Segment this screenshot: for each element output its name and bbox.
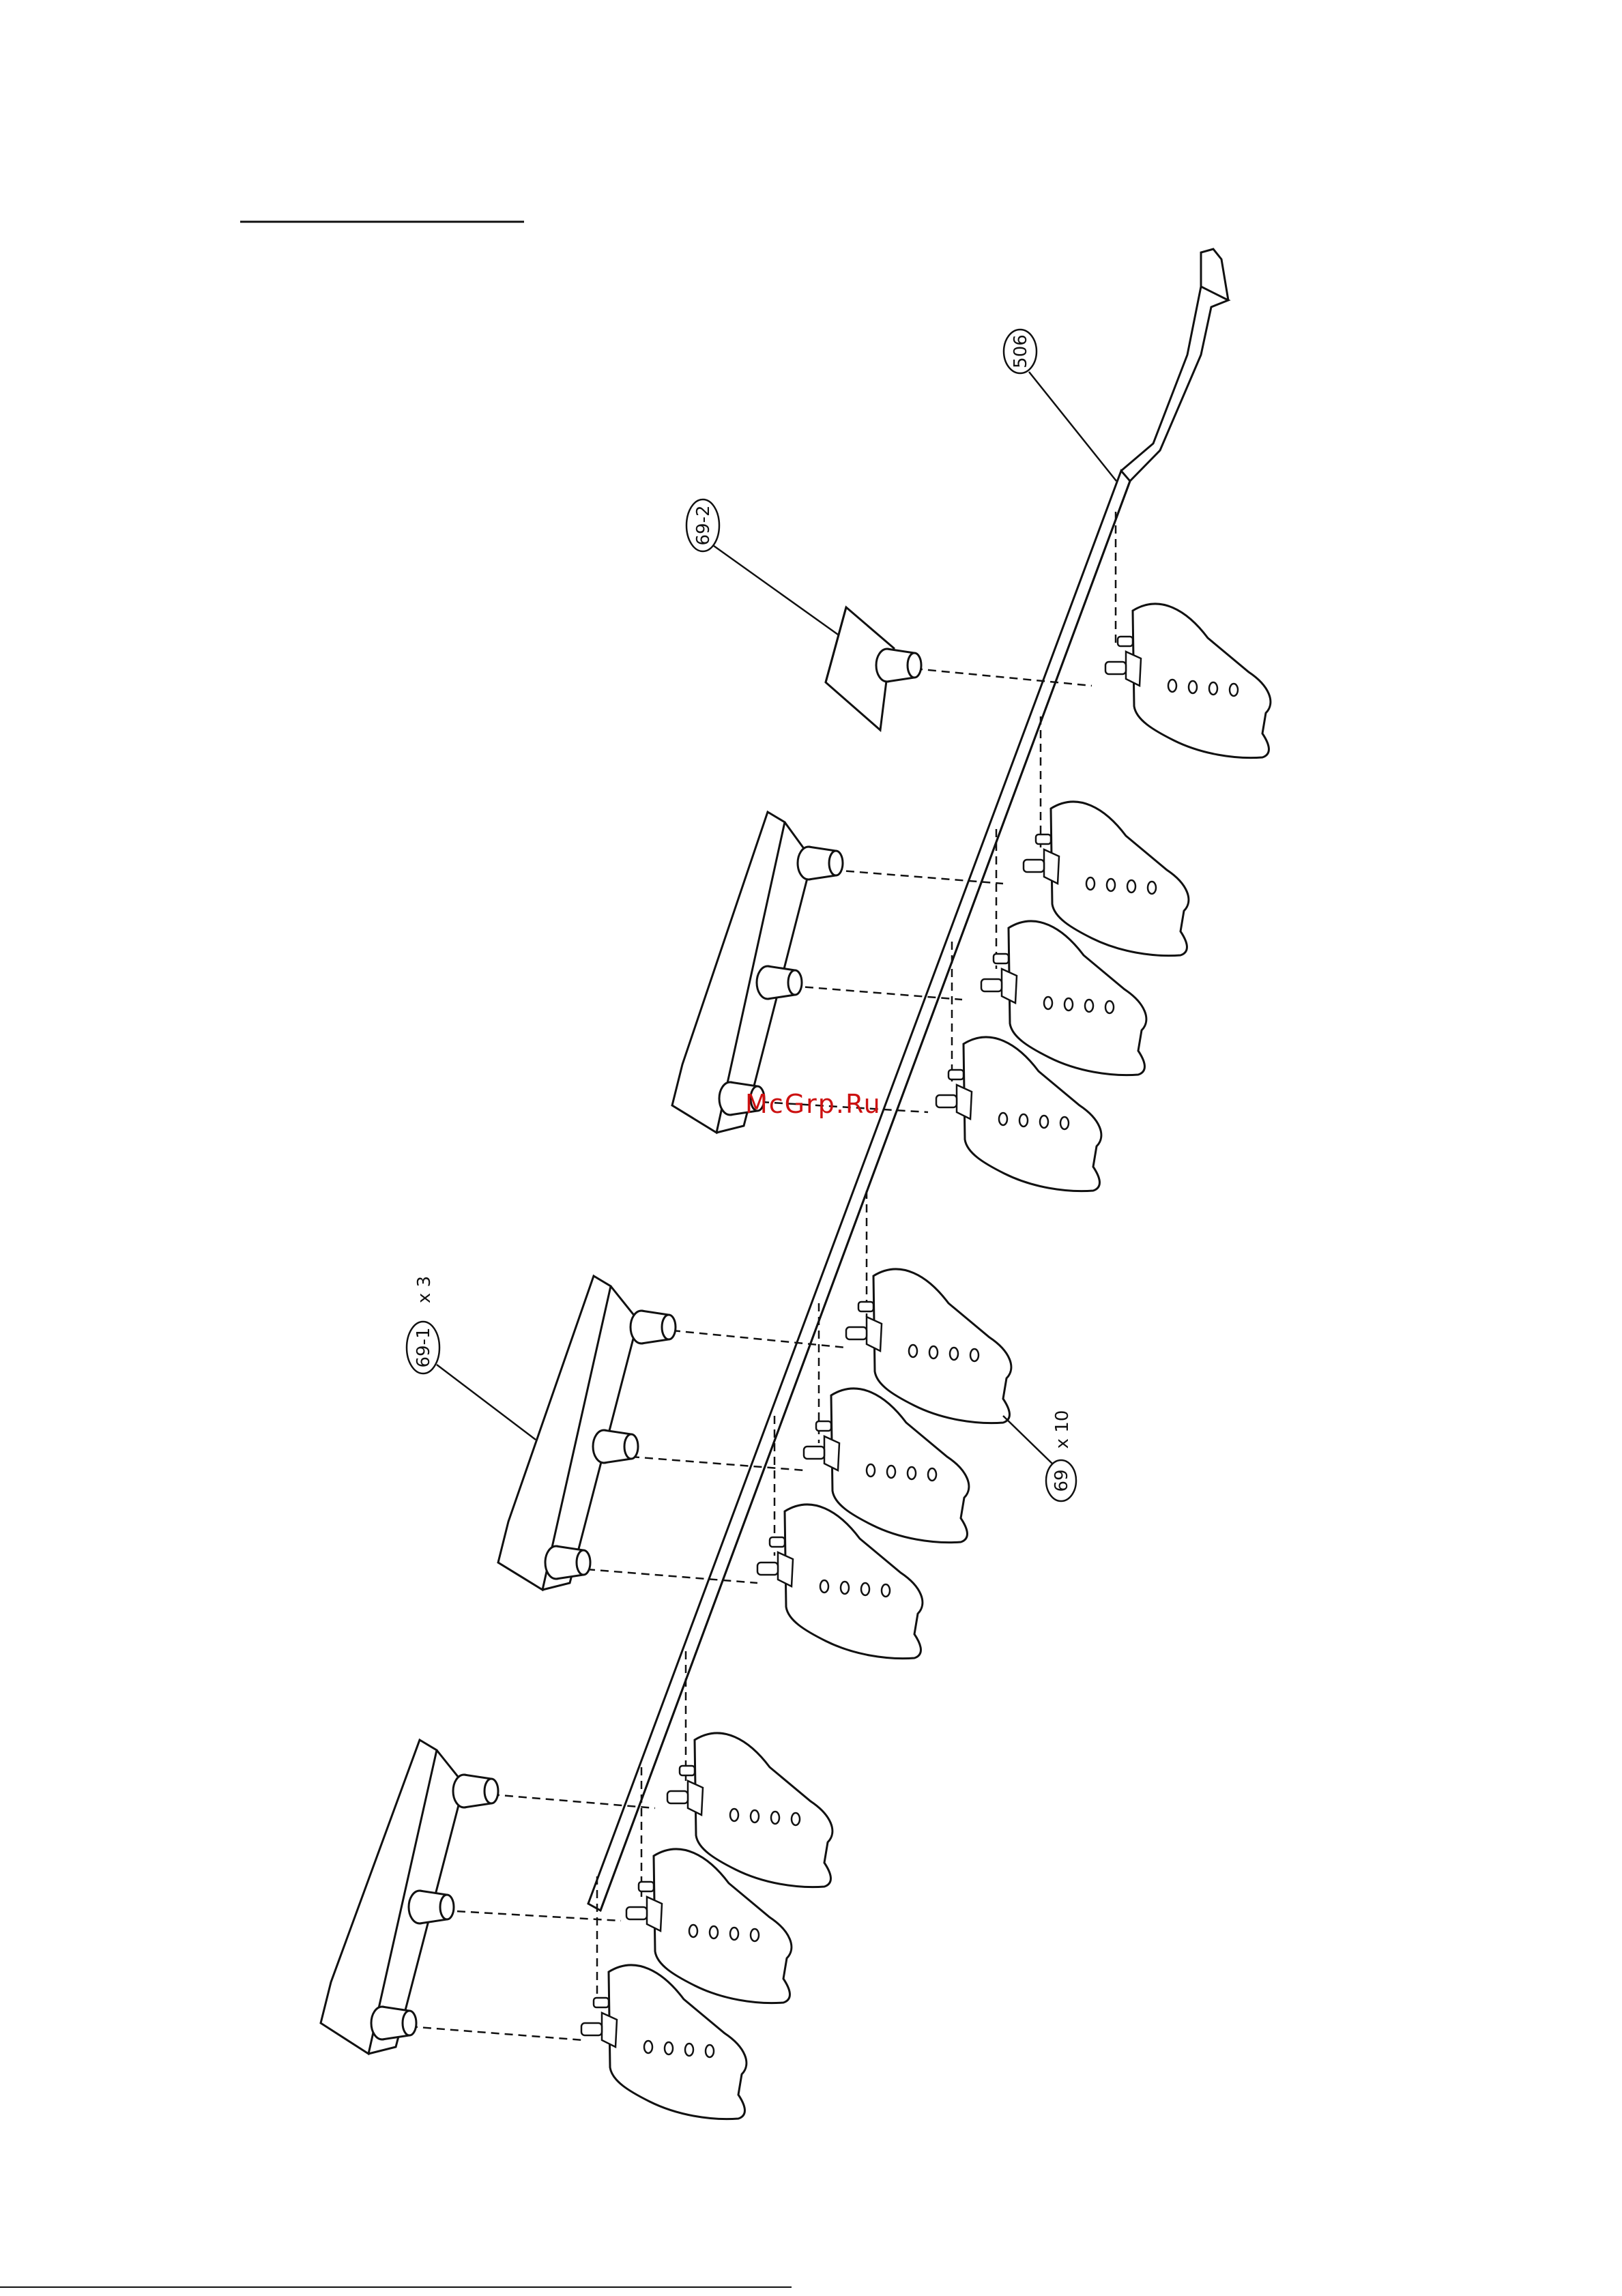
watermark-text: McGrp.Ru (745, 1089, 882, 1119)
callout-69-label: 69 (1052, 1469, 1072, 1492)
cover-part-69-1-c (321, 1740, 498, 2054)
cover-part-69-2 (826, 607, 921, 730)
cover-part-69-1-b (498, 1276, 676, 1590)
callout-506-label: 506 (1011, 334, 1031, 368)
callout-69-1: 69-1 x 3 (407, 1276, 536, 1440)
callout-69-1-qty: x 3 (414, 1276, 435, 1303)
callout-69: 69 x 10 (1003, 1410, 1076, 1501)
callout-69-2: 69-2 (686, 499, 838, 635)
callout-69-2-label: 69-2 (693, 505, 714, 545)
pad-1 (1105, 604, 1271, 758)
callout-69-1-label: 69-1 (414, 1327, 434, 1367)
pad-group (581, 604, 1271, 2119)
cover-part-69-1-a (672, 812, 843, 1133)
callout-69-qty: x 10 (1052, 1410, 1073, 1449)
callout-506: 506 (1004, 330, 1116, 481)
